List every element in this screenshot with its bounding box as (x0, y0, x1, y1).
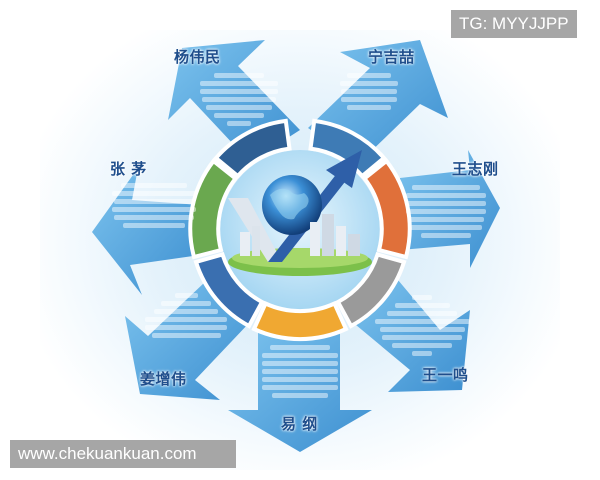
building (322, 214, 334, 256)
person-name-lower-right: 王一鸣 (422, 366, 469, 384)
arrow-right (400, 150, 500, 268)
ring-segment-bottom (251, 300, 349, 341)
rising-arrow-head (326, 150, 362, 188)
blurb-upper-left (198, 70, 280, 129)
arrow-left (92, 168, 200, 295)
person-name-upper-left: 杨伟民 (174, 48, 221, 66)
ring-segment-lower-left (193, 252, 265, 329)
ring-segment-upper-left (213, 118, 292, 179)
ring-segment-left (188, 158, 239, 260)
blurb-lower-left (140, 290, 232, 341)
person-name-bottom: 易 纲 (281, 415, 318, 433)
ring (188, 118, 412, 341)
center-graphic (228, 150, 372, 276)
blurb-upper-right (338, 70, 400, 113)
blurb-bottom (260, 342, 340, 401)
ring-segment-right (361, 158, 412, 260)
building (310, 222, 320, 256)
ring-segment-upper-right (308, 118, 387, 179)
building (240, 232, 250, 256)
person-name-upper-right: 宁吉喆 (368, 48, 415, 66)
ring-segment-lower-right (335, 252, 407, 329)
arrow-lower-left (125, 282, 250, 400)
building (252, 226, 260, 256)
blurb-left (110, 180, 198, 231)
watermark-bottom-left: www.chekuankuan.com (10, 440, 236, 468)
person-name-right: 王志刚 (452, 160, 499, 178)
arrow-bottom (228, 330, 372, 452)
building (348, 234, 360, 256)
person-name-lower-left: 姜增伟 (140, 370, 187, 388)
building (336, 226, 346, 256)
watermark-top-right: TG: MYYJJPP (451, 10, 577, 38)
person-name-left: 张 茅 (110, 160, 147, 178)
blurb-right (404, 182, 488, 241)
blurb-lower-right (372, 292, 472, 359)
arrow-lower-right (350, 280, 470, 392)
